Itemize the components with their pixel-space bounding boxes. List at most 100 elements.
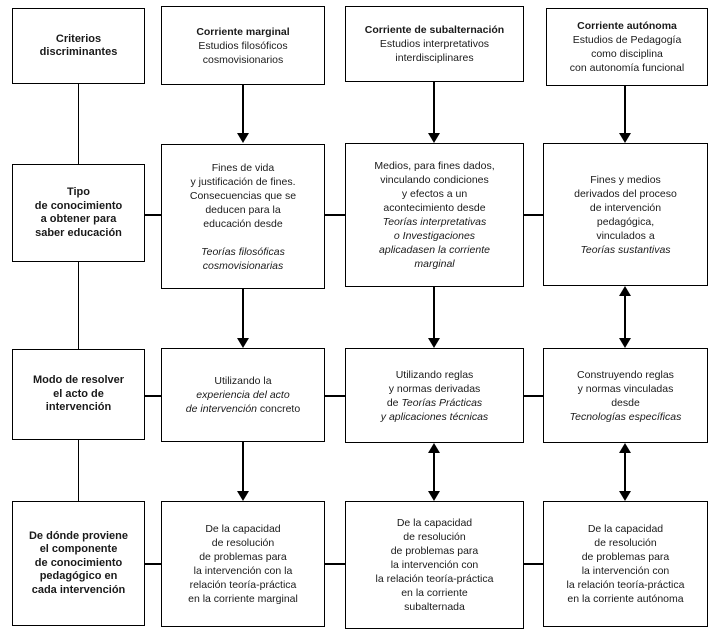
box-text-line: como disciplina xyxy=(591,48,663,60)
box-text-line: saber educación xyxy=(35,226,122,239)
arrow-down-icon xyxy=(237,133,249,143)
arrow-down-icon xyxy=(428,133,440,143)
box-text-line: y justificación de fines. xyxy=(190,175,296,188)
box-text-line: relación teoría-práctica xyxy=(189,579,297,591)
connector-row4-box2-box3 xyxy=(524,563,543,565)
box-text-line xyxy=(242,231,245,245)
box-text-line: subalternada xyxy=(404,601,465,613)
connector-row3-box2-box3 xyxy=(524,395,543,397)
box-text-line: desde xyxy=(611,396,640,409)
box-text-line: de problemas para xyxy=(581,551,670,563)
box-text-line: derivados del proceso xyxy=(574,187,677,200)
box-text-line: Teorías sustantivas xyxy=(580,243,671,256)
box-text-line: de resolución xyxy=(594,537,657,549)
box-text-line: en la corriente xyxy=(401,587,468,599)
connector-spine-tipo-modo xyxy=(77,262,79,349)
connector-spine-criterios-tipo xyxy=(77,84,79,164)
box-text-line: Estudios filosóficos xyxy=(198,39,288,52)
box-text-line: De la capacidad xyxy=(205,523,281,535)
box-text-line: vinculando condiciones xyxy=(380,174,489,186)
box-text-line: la intervención con la xyxy=(193,565,293,577)
arrow-up-icon xyxy=(619,286,631,296)
box-text-line: acontecimiento desde xyxy=(383,202,486,214)
box-text-line: Utilizando la xyxy=(214,375,272,387)
box-text-line: Corriente de subalternación xyxy=(364,24,505,36)
connector-row2-box1-box2 xyxy=(325,214,345,216)
box-text-line: la intervención con xyxy=(390,559,479,571)
box-text-line: Medios, para fines dados, xyxy=(374,160,495,172)
arrow-line-subalternacion-3 xyxy=(433,452,435,492)
box-text-line: Tecnologías específicas xyxy=(569,410,682,423)
box-text-line: De la capacidad xyxy=(396,517,473,529)
box-text-line: en la corriente marginal xyxy=(188,593,298,605)
arrow-line-subalternacion-2 xyxy=(433,287,435,339)
connector-row2-box2-box3 xyxy=(524,214,543,216)
arrow-down-icon xyxy=(428,338,440,348)
connector-row2-label-box1 xyxy=(145,214,161,216)
box-text-line: De dónde proviene xyxy=(28,529,129,542)
box-text-line: a obtener para xyxy=(40,213,117,225)
box-text-line: Modo de resolver xyxy=(32,374,125,387)
box-text-line: de intervención concreto xyxy=(185,403,301,415)
box-text-line: cosmovisionarios xyxy=(202,53,284,66)
box-text-line: la relación teoría-práctica xyxy=(566,579,685,591)
box-text-line: Criterios xyxy=(55,32,102,45)
box-text-line: interdisciplinares xyxy=(395,52,474,64)
arrow-line-subalternacion-1 xyxy=(433,82,435,134)
box-text-line: pedagógico en xyxy=(39,570,118,583)
box-text-line: y normas derivadas xyxy=(388,382,481,395)
box-text-line: el acto de xyxy=(53,387,104,400)
box-text-line: de resolución xyxy=(403,531,466,543)
box-text-line: Fines y medios xyxy=(590,173,661,186)
arrow-down-icon xyxy=(619,491,631,501)
connector-row3-box1-box2 xyxy=(325,395,345,397)
box-text-line: cosmovisionarias xyxy=(202,259,284,272)
box-text-line: la relación teoría-práctica xyxy=(375,573,494,585)
box-text-line: Teorías filosóficas xyxy=(201,245,285,258)
box-text-line: Tipo xyxy=(66,186,90,198)
box-text-line: y efectos a un xyxy=(401,188,468,200)
box-text-line: de intervención xyxy=(589,201,662,214)
box-text-line: de resolución xyxy=(211,537,275,549)
box-text-line: cada intervención xyxy=(31,583,126,596)
box-text-line: Consecuencias que se xyxy=(189,189,297,202)
box-text-line: Fines de vida xyxy=(211,161,275,174)
box-text-line: de conocimiento xyxy=(34,199,123,212)
arrow-line-autonoma-3 xyxy=(624,452,626,492)
connector-row4-box1-box2 xyxy=(325,563,345,565)
box-text-line: Estudios interpretativos xyxy=(379,38,490,50)
box-text-line: marginal xyxy=(414,258,455,270)
box-text-line: Corriente marginal xyxy=(196,25,290,38)
connector-row3-label-box1 xyxy=(145,395,161,397)
box-text-line: y aplicaciones técnicas xyxy=(380,410,489,423)
box-text-line: con autonomía funcional xyxy=(569,62,685,74)
arrow-down-icon xyxy=(237,338,249,348)
box-text-line: de problemas para xyxy=(390,545,479,557)
box-text-line: en la corriente autónoma xyxy=(567,593,684,605)
arrow-up-icon xyxy=(428,443,440,453)
arrow-down-icon xyxy=(428,491,440,501)
box-text-line: de conocimiento xyxy=(34,556,123,569)
box-origen-subalternacion: De la capacidad de resolución de problemas… xyxy=(345,501,524,629)
box-text-line: de Teorías Prácticas xyxy=(386,396,483,409)
box-text-line: el componente xyxy=(39,543,118,556)
arrow-line-marginal-3 xyxy=(242,442,244,492)
arrow-up-icon xyxy=(619,443,631,453)
connector-row4-label-box1 xyxy=(145,563,161,565)
box-text-line: vinculados a xyxy=(596,229,655,242)
arrow-line-autonoma-1 xyxy=(624,86,626,134)
box-text-line: aplicadasen la corriente xyxy=(379,244,490,256)
arrow-line-marginal-1 xyxy=(242,85,244,134)
box-text-line: experiencia del acto xyxy=(196,389,290,401)
box-text-line: Corriente autónoma xyxy=(577,20,677,32)
box-text-line: discriminantes xyxy=(39,46,118,58)
